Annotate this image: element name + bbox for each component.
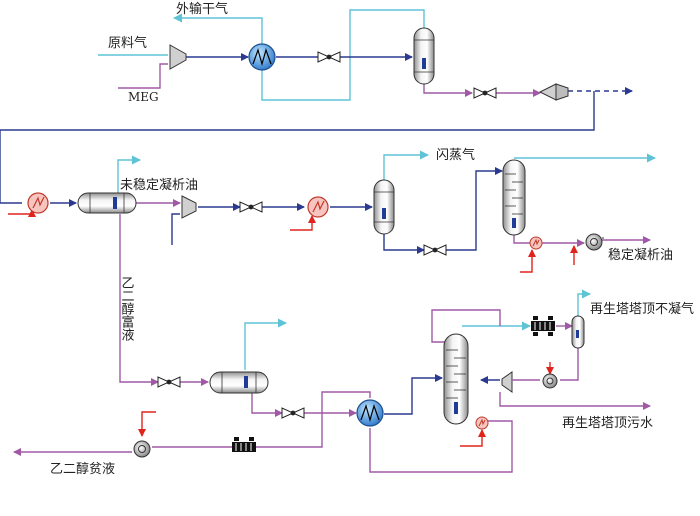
stabilizer-heater-red-line [520, 249, 536, 273]
rich-glycol-vessel-gas-line [244, 318, 287, 370]
separator-top-gas-line [261, 9, 425, 101]
flash-drum [373, 179, 395, 235]
regen-reboiler [475, 416, 489, 430]
unstable-condensate-label: 未稳定凝析油 [120, 177, 198, 193]
regen-drum-bottom-line [560, 346, 579, 381]
stabilizer-reboiler [529, 236, 543, 250]
exchanger-to-regen-line [384, 374, 443, 415]
stable-condensate-pump [585, 233, 604, 251]
valve-2 [473, 87, 497, 99]
rich-vessel-to-valve-line [251, 393, 283, 417]
unstable-condensate-gas-line [117, 155, 141, 193]
stable-condensate-label: 稳定凝析油 [608, 247, 673, 263]
valve-to-stabilizer-line [446, 167, 503, 251]
rich-glycol-flash-tank [209, 371, 269, 394]
regen-drum-gas-line [577, 289, 591, 318]
export-dry-gas-line [173, 13, 263, 47]
regen-top-loop-line [431, 309, 501, 343]
valve-1 [317, 51, 341, 63]
low-temp-separator [413, 27, 435, 85]
three-phase-separator [77, 192, 137, 214]
flash-drum-to-valve-line [383, 232, 425, 254]
rich-glycol-line [119, 214, 159, 386]
heater2-red-line [290, 215, 316, 231]
heater-1 [27, 192, 49, 214]
export-dry-gas-label: 外输干气 [176, 1, 228, 17]
regeneration-column [443, 333, 469, 425]
flash-gas-label: 闪蒸气 [436, 147, 475, 163]
lean-glycol-label: 乙二醇贫液 [50, 461, 115, 477]
stabilizer-column [502, 159, 526, 236]
regen-reflux-pump [542, 373, 558, 389]
stabilizer-bottom-line [513, 232, 530, 244]
feed-gas-label: 原料气 [108, 35, 147, 51]
regen-top-gas-label: 再生塔塔顶不凝气 [590, 301, 694, 317]
lean-glycol-loop-line [369, 420, 513, 473]
separator-bottom-line [423, 82, 473, 97]
meg-line [118, 63, 168, 89]
regen-top-water-label: 再生塔塔顶污水 [562, 416, 653, 431]
regen-top-water-line [499, 392, 651, 410]
regen-reboiler-red-line [460, 429, 486, 447]
flash-gas-line [383, 150, 429, 180]
lean-glycol-pump [133, 440, 151, 458]
regen-reflux-drum [571, 315, 585, 349]
splitter-1 [538, 83, 569, 101]
regen-air-cooler [531, 316, 555, 336]
valve-3 [239, 201, 263, 213]
inlet-mixer [169, 44, 187, 70]
valve-6 [281, 407, 305, 419]
meg-label: MEG [128, 90, 159, 104]
exchanger-to-pump-line [152, 391, 371, 448]
rich-glycol-label: 乙二醇富液 [119, 276, 135, 341]
glycol-heat-exchanger [356, 399, 384, 427]
valve-4 [423, 244, 447, 256]
regen-splitter [501, 371, 540, 393]
return-loop-line [0, 91, 595, 204]
heater-2 [307, 196, 329, 218]
valve-5 [157, 376, 181, 388]
heater1-red-line [8, 209, 36, 217]
lean-glycol-air-cooler [232, 437, 256, 452]
lean-pump-red-line [138, 411, 156, 437]
mixer-2 [181, 195, 197, 219]
gas-heat-exchanger [248, 43, 276, 71]
mixer-side-feed-line [171, 213, 180, 245]
